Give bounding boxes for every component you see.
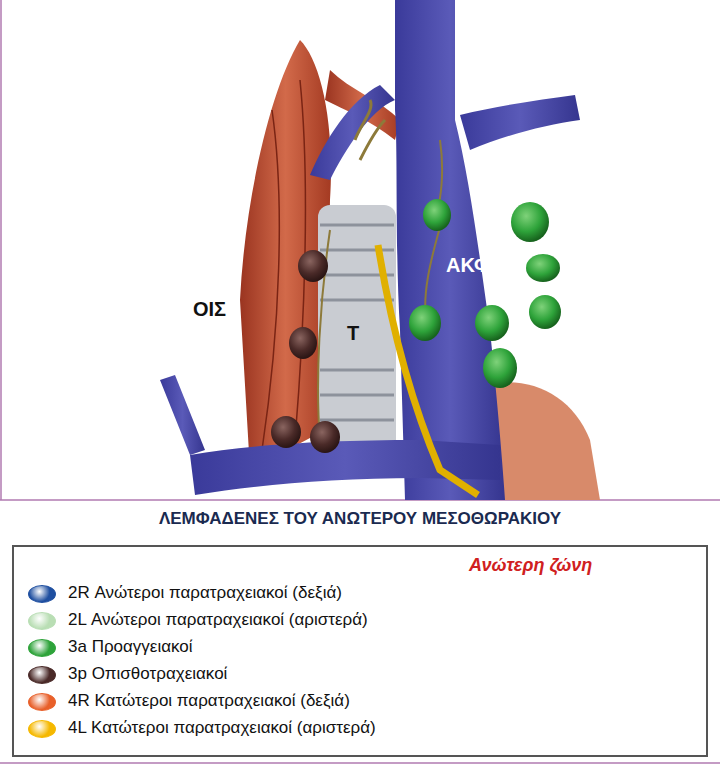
legend-box: Ανώτερη ζώνη 2R Ανώτεροι παρατραχειακοί (…: [12, 545, 708, 757]
legend-text: 4R Κατώτεροι παρατραχειακοί (δεξιά): [68, 691, 350, 711]
trachea-label: Τ: [344, 322, 362, 345]
legend-text: 3a Προαγγειακοί: [68, 637, 193, 657]
vein-label: ΑΚΦ: [446, 254, 490, 277]
legend-text: 4L Κατώτεροι παρατραχειακοί (αριστερά): [68, 718, 376, 738]
legend-text: 2L Ανώτεροι παρατραχειακοί (αριστερά): [68, 610, 368, 630]
legend-swatch: [28, 666, 56, 684]
legend-text: 2R Ανώτεροι παρατραχειακοί (δεξιά): [68, 583, 342, 603]
legend-text: 3p Οπισθοτραχειακοί: [68, 664, 227, 684]
legend-swatch: [28, 693, 56, 711]
legend-swatch: [28, 612, 56, 630]
legend-swatch: [28, 639, 56, 657]
diagram-title: ΛΕΜΦΑΔΕΝΕΣ ΤΟΥ ΑΝΩΤΕΡΟΥ ΜΕΣΟΘΩΡΑΚΙΟΥ: [0, 509, 720, 529]
legend-heading: Ανώτερη ζώνη: [469, 555, 592, 576]
legend-swatch: [28, 585, 56, 603]
legend-swatch: [28, 720, 56, 738]
muscle-label: ΟΙΣ: [193, 298, 226, 321]
